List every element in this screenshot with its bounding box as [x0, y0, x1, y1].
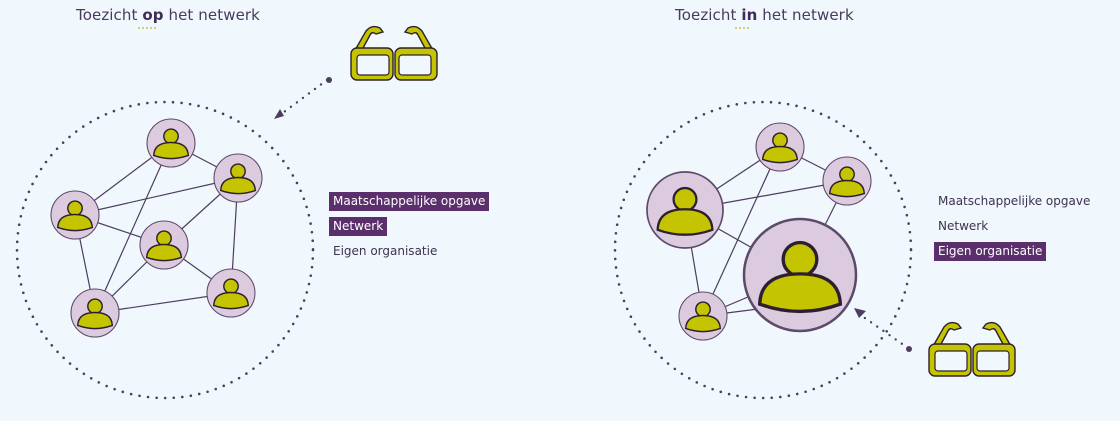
right-network	[613, 100, 1016, 400]
person-icon	[139, 220, 189, 270]
title-post: het netwerk	[163, 6, 260, 24]
network-boundary	[613, 100, 913, 400]
legend-maatschappelijke-opgave: Maatschappelijke opgave	[329, 192, 490, 211]
person-icon	[70, 288, 120, 338]
legend-left: Maatschappelijke opgave Netwerk Eigen or…	[329, 192, 490, 267]
dotted-arrow-icon	[854, 308, 912, 352]
person-icon-own-organisation	[742, 217, 858, 333]
person-icon	[645, 170, 725, 250]
legend-netwerk: Netwerk	[938, 219, 989, 233]
legend-maatschappelijke-opgave: Maatschappelijke opgave	[938, 194, 1091, 208]
emphasis-underline	[138, 27, 156, 31]
dotted-arrow-icon	[274, 77, 332, 119]
title-toezicht-in-het-netwerk: Toezicht in het netwerk	[675, 6, 854, 29]
person-icon	[50, 190, 100, 240]
person-icon	[146, 118, 196, 168]
person-icon	[678, 291, 728, 341]
left-network	[15, 25, 438, 400]
title-post: het netwerk	[757, 6, 854, 24]
title-emphasis: in	[741, 6, 758, 24]
network-boundary	[15, 100, 315, 400]
legend-netwerk: Netwerk	[329, 217, 388, 236]
person-icon	[206, 268, 256, 318]
legend-right: Maatschappelijke opgave Netwerk Eigen or…	[934, 192, 1094, 267]
title-emphasis: op	[142, 6, 164, 24]
person-icon	[213, 153, 263, 203]
person-icon	[755, 122, 805, 172]
title-pre: Toezicht	[675, 6, 742, 24]
title-toezicht-op-het-netwerk: Toezicht op het netwerk	[76, 6, 260, 29]
emphasis-underline	[735, 27, 749, 31]
person-icon	[822, 156, 872, 206]
legend-eigen-organisatie: Eigen organisatie	[934, 242, 1047, 261]
title-pre: Toezicht	[76, 6, 143, 24]
glasses-icon	[350, 25, 438, 81]
glasses-icon	[928, 321, 1016, 377]
legend-eigen-organisatie: Eigen organisatie	[333, 244, 438, 258]
